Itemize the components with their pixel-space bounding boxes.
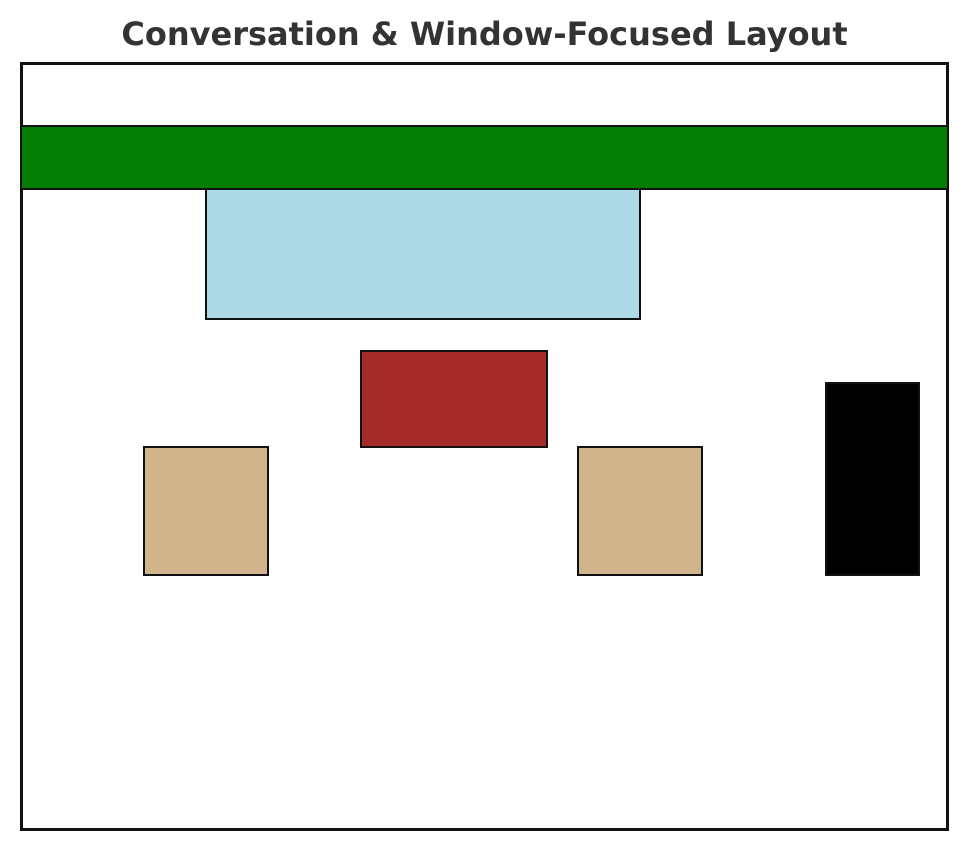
side-panel xyxy=(825,382,920,576)
left-seat xyxy=(143,446,269,576)
window-panel xyxy=(205,188,641,320)
right-seat xyxy=(577,446,703,576)
top-bar xyxy=(20,125,949,190)
diagram-title: Conversation & Window-Focused Layout xyxy=(121,15,848,53)
center-block xyxy=(360,350,548,448)
